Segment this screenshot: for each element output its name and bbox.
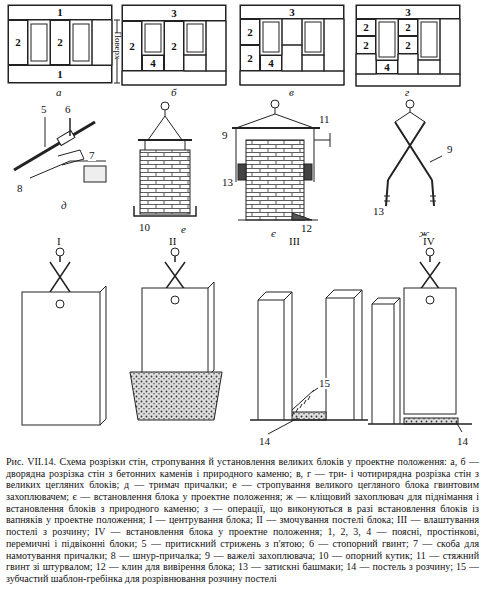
block-number: 3 — [405, 7, 411, 18]
block-centering — [22, 248, 106, 425]
panel-letter: є — [270, 228, 277, 239]
block-number: 2 — [171, 41, 177, 52]
block-placing — [368, 248, 472, 432]
panel-letter: б — [170, 87, 178, 98]
wall-block: 2 — [398, 36, 418, 54]
block-number: 4 — [268, 58, 274, 69]
bed-wetting — [130, 248, 222, 420]
wall-block: 2 — [240, 45, 260, 71]
block-installation — [232, 100, 330, 220]
callout-number: III — [288, 236, 301, 247]
wall-block: 2 — [164, 21, 184, 71]
callout-number: 14 — [456, 436, 469, 447]
block-number: 2 — [247, 27, 253, 38]
storey-label: Поверх — [112, 31, 121, 59]
callout-number: 15 — [318, 378, 331, 389]
block-number: 2 — [129, 41, 135, 52]
panel-letter: е — [180, 224, 187, 235]
panel-letter: д — [60, 200, 68, 211]
mortar-bed — [250, 290, 368, 434]
screw-gripper — [134, 102, 196, 216]
block-number: 2 — [405, 22, 411, 33]
wall-scheme-g — [356, 5, 460, 86]
block-number: 2 — [405, 40, 411, 51]
block-number: 3 — [289, 7, 295, 18]
block-number: 4 — [384, 62, 390, 73]
callout-number: I — [56, 236, 62, 247]
wall-scheme-b — [122, 5, 226, 85]
block-number: 1 — [57, 69, 63, 80]
wall-block: 2 — [356, 36, 376, 54]
figure-caption: Рис. VII.14. Схема розрізки стін, стропу… — [6, 456, 479, 585]
panel-letter: в — [288, 87, 295, 98]
wall-block: 1 — [8, 5, 112, 20]
wall-block: 4 — [142, 55, 164, 71]
block-number: 2 — [363, 40, 369, 51]
callout-number: 13 — [221, 177, 234, 188]
wall-block: 1 — [8, 65, 112, 83]
callout-number: 5 — [40, 104, 48, 115]
wall-block: 2 — [356, 19, 376, 36]
wall-block: 2 — [8, 20, 28, 65]
wall-scheme-a — [8, 5, 112, 83]
callout-number: 13 — [372, 206, 385, 217]
callout-number: IV — [422, 236, 436, 247]
callout-number: 9 — [221, 130, 229, 141]
tongs-gripper — [384, 100, 442, 206]
block-number: 2 — [363, 22, 369, 33]
block-number: 2 — [15, 37, 21, 48]
callout-number: 12 — [300, 223, 313, 234]
block-number: 2 — [57, 37, 63, 48]
wall-block: 2 — [398, 19, 418, 36]
callout-number: 14 — [258, 436, 271, 447]
wall-block: 3 — [356, 5, 460, 19]
callout-number: 9 — [446, 144, 454, 155]
panel-letter: а — [55, 87, 63, 98]
callout-number: 8 — [16, 183, 24, 194]
line-holder — [14, 117, 106, 182]
wall-block: 2 — [240, 19, 260, 45]
wall-block: 3 — [122, 5, 226, 21]
block-number: 4 — [150, 58, 156, 69]
callout-number: II — [168, 236, 177, 247]
block-number: 2 — [247, 53, 253, 64]
wall-block: 2 — [122, 21, 142, 71]
block-number: 1 — [57, 7, 63, 18]
wall-block: 2 — [50, 20, 70, 65]
block-number: 3 — [171, 8, 177, 19]
wall-block: 3 — [240, 5, 344, 19]
callout-number: 11 — [318, 114, 331, 125]
callout-number: 10 — [138, 222, 151, 233]
wall-scheme-v — [240, 5, 344, 85]
wall-block: 4 — [376, 60, 398, 74]
callout-number: 6 — [64, 104, 72, 115]
callout-number: 7 — [88, 150, 96, 161]
panel-letter: г — [404, 87, 410, 98]
wall-block: 4 — [260, 55, 282, 71]
